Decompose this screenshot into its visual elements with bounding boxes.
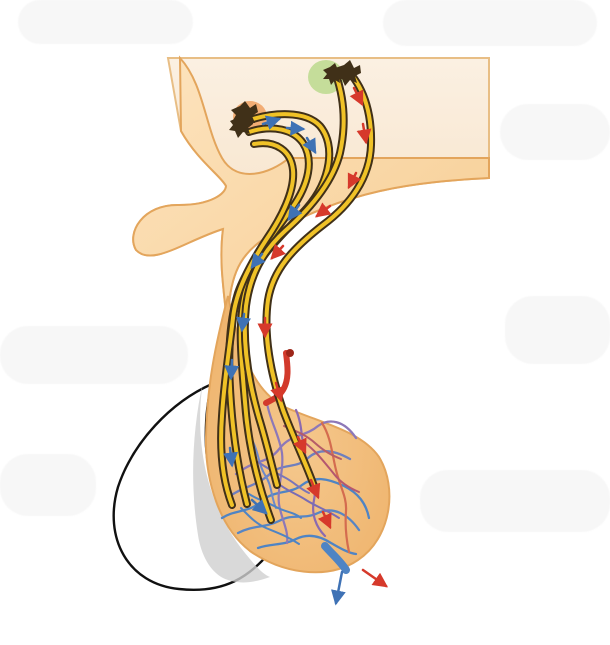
label-placeholder-left-middle: [0, 326, 188, 384]
label-placeholder-top-left: [18, 0, 193, 44]
label-placeholder-right-middle: [505, 296, 610, 364]
label-placeholder-right-lower: [420, 470, 610, 532]
neuron-cell-bodies: [229, 60, 361, 138]
transport-arrows: [223, 86, 389, 606]
label-placeholder-top-right: [383, 0, 597, 46]
label-placeholder-left-lower: [0, 454, 96, 516]
label-placeholder-right-upper: [500, 104, 610, 160]
